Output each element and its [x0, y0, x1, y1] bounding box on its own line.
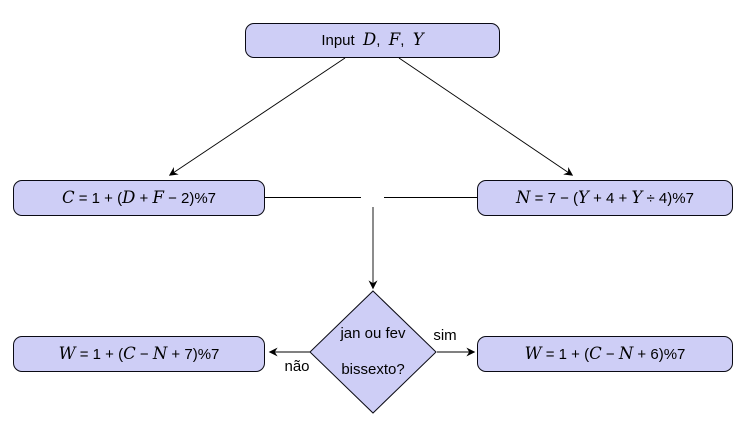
formula-text: = 7 − (	[530, 189, 578, 207]
edge-label-no: não	[284, 358, 310, 375]
decision-diamond	[309, 290, 437, 414]
calligraphic-letter: Y	[412, 30, 424, 50]
node-w-no-formula-label: W = 1 + (C − N + 7)%7	[58, 343, 220, 363]
calligraphic-letter: C	[61, 187, 75, 207]
calligraphic-letter: N	[152, 343, 168, 363]
edge-label-yes: sim	[433, 327, 457, 344]
formula-text: ,	[400, 32, 413, 50]
calligraphic-letter: C	[123, 343, 136, 363]
edge-input-to-c	[168, 57, 346, 176]
calligraphic-letter: Y	[631, 187, 643, 207]
formula-text: + 4 +	[588, 189, 632, 207]
calligraphic-letter: N	[618, 343, 634, 363]
formula-text: − 2)%7	[163, 189, 217, 207]
calligraphic-letter: W	[524, 343, 542, 363]
decision-text-line1: jan ou fev	[340, 325, 406, 342]
node-n-formula-label: N = 7 − (Y + 4 + Y ÷ 4)%7	[516, 187, 694, 207]
calligraphic-letter: N	[516, 187, 531, 207]
formula-text: −	[135, 345, 153, 363]
formula-text: + 6)%7	[633, 345, 686, 363]
formula-text: = 1 + (	[75, 345, 124, 363]
node-w-yes-formula: W = 1 + (C − N + 6)%7	[477, 336, 733, 372]
formula-text: = 1 + (	[74, 189, 123, 207]
calligraphic-letter: D	[363, 30, 377, 50]
calligraphic-letter: C	[589, 343, 602, 363]
formula-text: +	[135, 189, 153, 207]
node-c-formula-label: C = 1 + (D + F − 2)%7	[61, 187, 217, 207]
calligraphic-letter: F	[388, 30, 401, 50]
node-w-yes-formula-label: W = 1 + (C − N + 6)%7	[524, 343, 686, 363]
node-c-formula: C = 1 + (D + F − 2)%7	[13, 180, 265, 216]
formula-text: Input	[321, 32, 364, 50]
edge-input-to-n	[398, 57, 574, 176]
calligraphic-letter: F	[152, 187, 164, 207]
calligraphic-letter: Y	[578, 187, 589, 207]
node-n-formula: N = 7 − (Y + 4 + Y ÷ 4)%7	[477, 180, 733, 216]
node-input-label: Input D, F, Y	[321, 32, 423, 49]
formula-text: = 1 + (	[541, 345, 590, 363]
calligraphic-letter: W	[58, 343, 76, 363]
node-input: Input D, F, Y	[245, 23, 500, 58]
node-w-no-formula: W = 1 + (C − N + 7)%7	[13, 336, 265, 372]
formula-text: ÷ 4)%7	[642, 189, 694, 207]
decision-text-line2: bissexto?	[341, 361, 405, 378]
calligraphic-letter: D	[122, 187, 136, 207]
formula-text: −	[601, 345, 619, 363]
formula-text: + 7)%7	[167, 345, 220, 363]
formula-text: ,	[376, 32, 389, 50]
